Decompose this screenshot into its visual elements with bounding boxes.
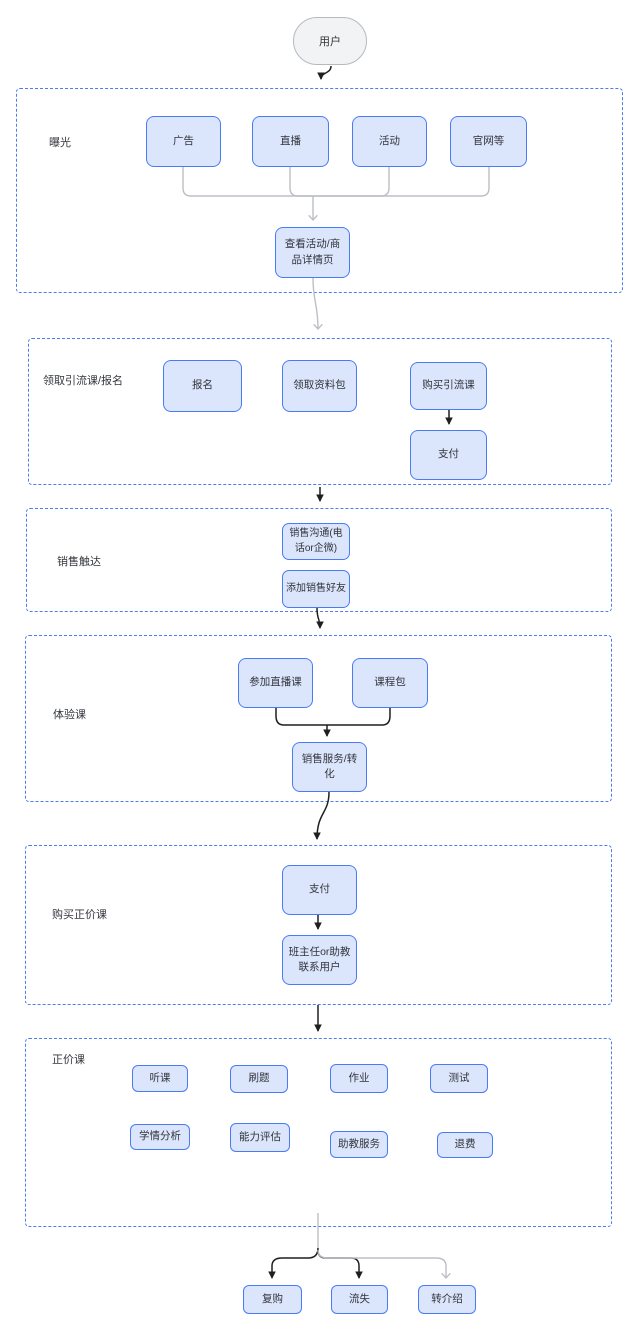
node-repurchase: 复购: [243, 1285, 302, 1314]
node-sales-communication: 销售沟通(电话or企微): [282, 523, 350, 560]
node-practice-problems: 刷题: [230, 1065, 288, 1093]
node-join-live-class: 参加直播课: [238, 658, 313, 708]
node-teacher-contact-user: 班主任or助教联系用户: [282, 935, 357, 985]
section-label-trial-course: 体验课: [53, 709, 86, 721]
section-label-sales-reach: 销售触达: [57, 556, 101, 568]
connector-to-referral: [317, 1249, 446, 1278]
section-label-exposure: 曝光: [49, 137, 71, 149]
node-live-stream: 直播: [252, 116, 329, 167]
section-lead-signup: [28, 338, 612, 485]
start-node-user: 用户: [293, 17, 367, 65]
section-label-full-course: 正价课: [52, 1054, 85, 1066]
section-label-lead-signup: 领取引流课/报名: [43, 375, 124, 387]
node-homework: 作业: [330, 1064, 388, 1093]
node-activity: 活动: [352, 116, 427, 167]
connector-to-churn: [317, 1249, 363, 1279]
node-ads: 广告: [146, 116, 221, 167]
node-ability-assessment: 能力评估: [230, 1123, 290, 1152]
section-label-buy-full-course: 购买正价课: [52, 909, 107, 921]
node-referral: 转介绍: [418, 1285, 476, 1314]
section-full-course: [25, 1038, 612, 1227]
node-pay-lead-course: 支付: [410, 430, 487, 480]
node-buy-lead-course: 购买引流课: [410, 362, 487, 410]
node-ta-service: 助教服务: [330, 1131, 388, 1158]
node-sales-service-conversion: 销售服务/转化: [292, 742, 367, 792]
connector-user-to-exposure: [317, 65, 332, 80]
node-learning-analysis: 学情分析: [130, 1124, 190, 1150]
node-signup: 报名: [163, 360, 242, 412]
node-view-detail-page: 查看活动/商品详情页: [275, 227, 350, 278]
node-listen-class: 听课: [132, 1065, 188, 1092]
node-get-materials-pack: 领取资料包: [282, 360, 357, 412]
node-refund: 退费: [437, 1132, 493, 1158]
node-add-sales-friend: 添加销售好友: [282, 570, 350, 608]
node-test: 测试: [430, 1064, 488, 1093]
section-exposure: [16, 88, 623, 293]
section-buy-full-course: [25, 845, 612, 1005]
connector-to-repurchase: [268, 1247, 319, 1279]
node-official-website: 官网等: [450, 116, 527, 167]
node-churn: 流失: [331, 1285, 388, 1314]
node-course-package: 课程包: [352, 658, 428, 708]
node-pay-full-course: 支付: [282, 865, 357, 915]
start-node-label: 用户: [319, 36, 341, 48]
